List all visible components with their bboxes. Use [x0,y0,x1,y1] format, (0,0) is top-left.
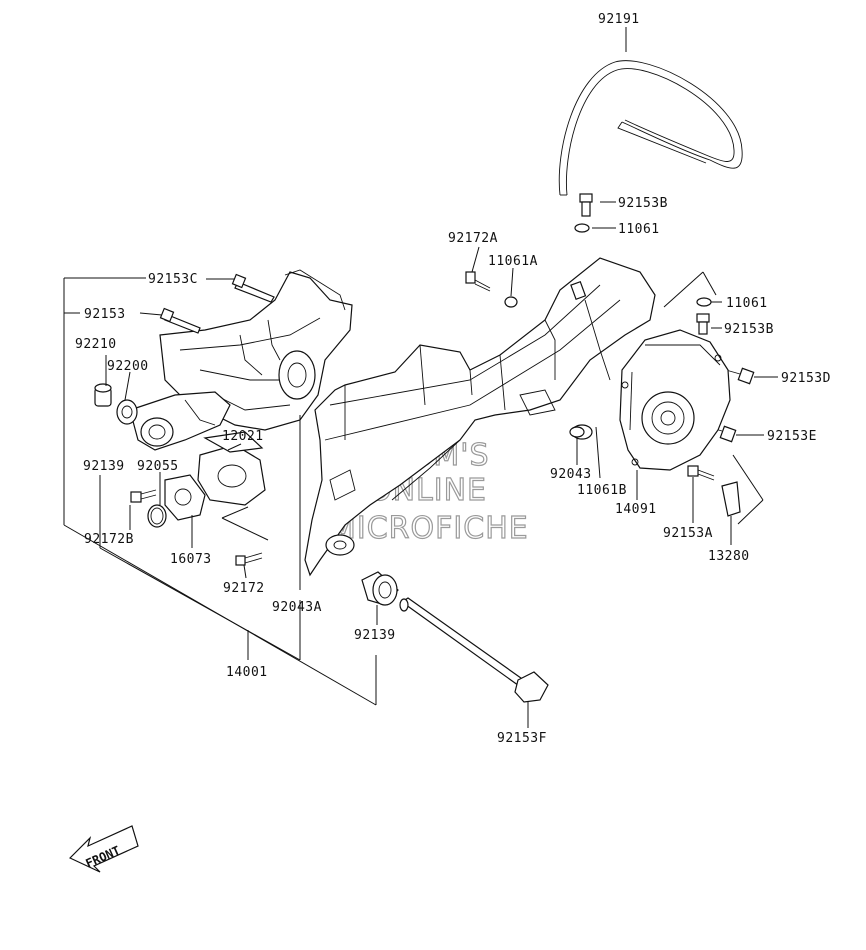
label-92200: 92200 [107,359,149,374]
label-11061-right: 11061 [726,296,768,311]
label-92172: 92172 [223,581,265,596]
label-92153e: 92153E [767,429,817,444]
leader-lines [63,27,778,728]
long-bolt-92153F [399,597,549,703]
label-14091: 14091 [615,502,657,517]
crankcase [304,257,656,577]
label-92191: 92191 [598,12,640,27]
label-92172a: 92172A [448,231,498,246]
label-11061-top: 11061 [618,222,660,237]
label-92172b: 92172B [84,532,134,547]
label-14001: 14001 [226,665,268,680]
label-92139-mid: 92139 [354,628,396,643]
label-92153c: 92153C [148,272,198,287]
label-92153: 92153 [84,307,126,322]
bushings-92210-92200 [94,383,138,425]
bearing-92139 [361,571,399,606]
label-11061b: 11061B [577,483,627,498]
engine-mount-arm [129,391,231,451]
label-92153d: 92153D [781,371,831,386]
label-92210: 92210 [75,337,117,352]
label-92153f: 92153F [497,731,547,746]
part-labels: 92191 92153B 11061 92172A 11061A 92153C … [75,12,831,746]
cover-14091 [619,329,731,471]
left-case-half [159,269,353,431]
label-92139-left: 92139 [83,459,125,474]
bolts [130,193,755,566]
clip-13280 [721,481,741,517]
label-16073: 16073 [170,552,212,567]
watermark-line-3: MICROFICHE [330,511,529,546]
drive-belt [558,60,743,196]
label-92153b-right: 92153B [724,322,774,337]
label-92153b-top: 92153B [618,196,668,211]
label-13280: 13280 [708,549,750,564]
intake-parts [147,431,266,528]
label-92043a: 92043A [272,600,322,615]
label-11061a: 11061A [488,254,538,269]
label-12021: 12021 [222,429,264,444]
front-arrow-indicator: FRONT [68,825,139,873]
label-92055: 92055 [137,459,179,474]
label-92043: 92043 [550,467,592,482]
label-92153a: 92153A [663,526,713,541]
